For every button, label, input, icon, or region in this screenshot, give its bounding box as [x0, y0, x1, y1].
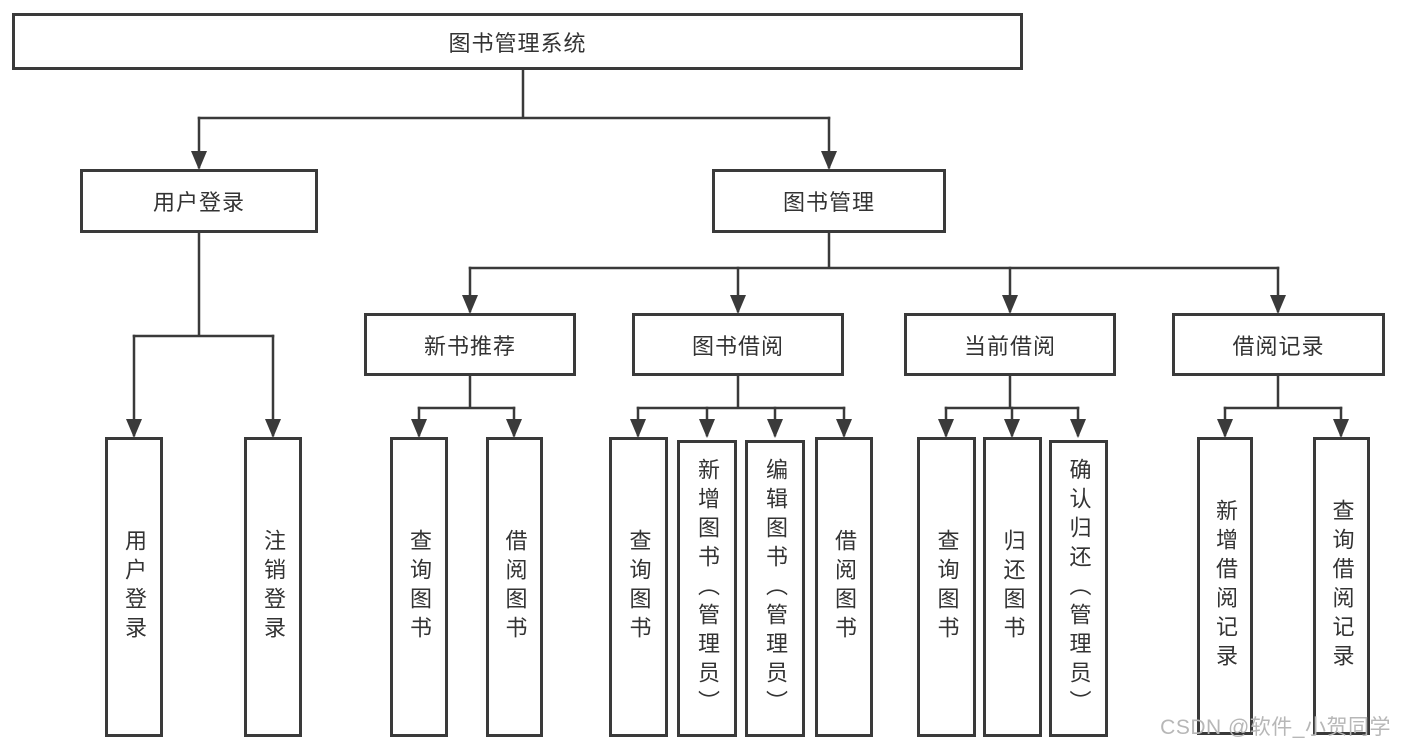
node-label: 编辑图书（管理员）: [763, 458, 788, 719]
node-book-management: 图书管理: [712, 169, 946, 233]
node-confirm-return-admin: 确认归还（管理员）: [1049, 440, 1108, 737]
csdn-watermark: CSDN @软件_小贺同学: [1160, 716, 1391, 739]
node-label: 注销登录: [261, 529, 286, 645]
node-borrow-records: 借阅记录: [1172, 313, 1385, 376]
node-library-management-system: 图书管理系统: [12, 13, 1023, 70]
node-label: 用户登录: [152, 190, 245, 215]
node-search-borrow-record: 查询借阅记录: [1313, 437, 1370, 735]
node-label: 确认归还（管理员）: [1066, 458, 1092, 719]
node-label: 查询图书: [626, 529, 652, 645]
node-label: 图书管理系统: [448, 30, 587, 56]
node-current-borrow: 当前借阅: [904, 313, 1116, 376]
node-search-books-3: 查询图书: [917, 437, 976, 737]
node-search-books-2: 查询图书: [609, 437, 668, 737]
node-label: 新增借阅记录: [1213, 499, 1238, 673]
node-label: 查询借阅记录: [1329, 499, 1355, 673]
node-search-books-1: 查询图书: [390, 437, 448, 737]
connector-bus: [132, 66, 1343, 410]
node-label: 借阅记录: [1232, 333, 1325, 359]
node-user-login: 用户登录: [80, 169, 318, 233]
node-label: 借阅图书: [502, 529, 528, 645]
node-label: 查询图书: [934, 529, 960, 645]
node-book-borrow: 图书借阅: [632, 313, 844, 376]
node-edit-book-admin: 编辑图书（管理员）: [745, 440, 805, 737]
node-label: 查询图书: [407, 529, 432, 645]
node-label: 新书推荐: [423, 333, 516, 359]
node-new-book-recommend: 新书推荐: [364, 313, 576, 376]
node-user-login-leaf: 用户登录: [105, 437, 163, 737]
node-label: 归还图书: [1000, 529, 1026, 645]
node-label: 图书借阅: [691, 333, 784, 359]
node-label: 借阅图书: [832, 529, 857, 645]
node-add-borrow-record: 新增借阅记录: [1197, 437, 1253, 735]
node-borrow-books-2: 借阅图书: [815, 437, 873, 737]
node-logout: 注销登录: [244, 437, 302, 737]
node-label: 用户登录: [122, 529, 147, 645]
node-return-book: 归还图书: [983, 437, 1042, 737]
node-label: 当前借阅: [963, 333, 1056, 359]
node-borrow-books-1: 借阅图书: [486, 437, 543, 737]
node-add-book-admin: 新增图书（管理员）: [677, 440, 737, 737]
node-label: 新增图书（管理员）: [695, 458, 720, 719]
node-label: 图书管理: [782, 190, 875, 215]
